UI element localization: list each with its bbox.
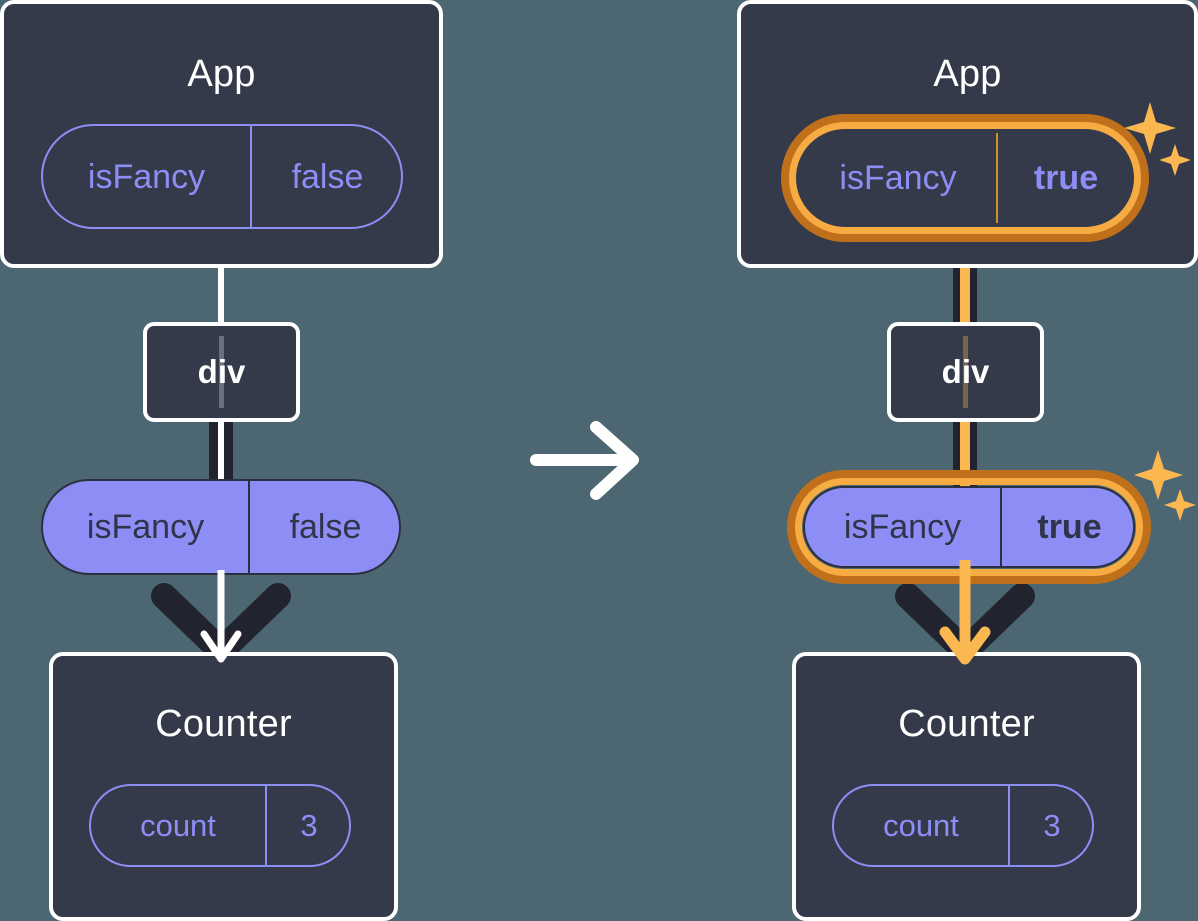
connector-div-to-pill-after-core [960, 418, 970, 490]
prop-pill-key-before: isFancy [86, 508, 205, 546]
prop-pill-after[interactable]: isFancy true [803, 486, 1135, 568]
connector-app-to-div-before [218, 262, 224, 324]
counter-title-after: Counter [898, 703, 1035, 745]
counter-state-pill-key-after: count [883, 808, 959, 843]
sparkle-icon-app-after [1124, 102, 1190, 176]
app-state-pill-value-after: true [996, 133, 1134, 223]
prop-pill-key-after: isFancy [843, 508, 962, 546]
prop-pill-value-before: false [248, 481, 401, 573]
counter-title-before: Counter [155, 703, 292, 745]
app-state-pill-before[interactable]: isFancy false [41, 124, 403, 229]
div-inner-line-after [963, 336, 968, 408]
counter-state-pill-before[interactable]: count 3 [89, 784, 351, 867]
app-state-pill-key-after: isFancy [839, 159, 957, 197]
div-inner-line-before [219, 336, 224, 408]
app-pill-highlight-outer-after [781, 114, 1149, 242]
app-title-after: App [933, 53, 1002, 95]
div-node-before[interactable]: div [143, 322, 300, 422]
sparkle-icon-prop-after [1134, 450, 1196, 521]
app-title-before: App [187, 53, 256, 95]
div-node-after[interactable]: div [887, 322, 1044, 422]
prop-pill-value-after: true [1000, 488, 1137, 566]
counter-state-pill-value-after: 3 [1008, 786, 1094, 865]
app-state-pill-key-before: isFancy [87, 157, 206, 196]
counter-state-pill-key-before: count [140, 808, 216, 843]
div-label-after: div [941, 353, 990, 390]
app-pill-highlight-inner-after [789, 122, 1141, 234]
counter-state-pill-value-before: 3 [265, 786, 351, 865]
connector-app-to-div-after-core [960, 218, 970, 326]
app-state-pill-value-before: false [250, 126, 403, 227]
prop-pill-before[interactable]: isFancy false [41, 479, 401, 575]
div-label-before: div [197, 353, 246, 390]
connector-div-to-pill-before-core [218, 418, 224, 484]
app-state-pill-after[interactable]: isFancy true [798, 131, 1132, 225]
counter-state-pill-after[interactable]: count 3 [832, 784, 1094, 867]
